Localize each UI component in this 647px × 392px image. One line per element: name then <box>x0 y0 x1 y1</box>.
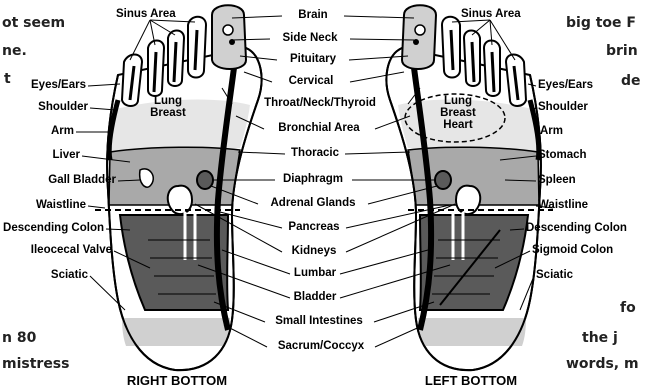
lf-label-arm: Arm <box>540 126 563 138</box>
label-cervical: Cervical <box>289 76 334 88</box>
rf-label-ileocecal-valve: Ileocecal Valve <box>31 245 112 257</box>
bg-text-9: words, m <box>566 357 639 371</box>
label-pancreas: Pancreas <box>288 222 339 234</box>
bg-text-7: fo <box>620 301 636 315</box>
label-thoracic: Thoracic <box>291 148 339 160</box>
label-sinus-left: Sinus Area <box>461 9 521 21</box>
rf-label-lung: Lung <box>154 96 182 108</box>
bg-text-8: the j <box>582 331 618 345</box>
rf-label-gall-bladder: Gall Bladder <box>48 175 116 187</box>
lf-label-sigmoid-colon: Sigmoid Colon <box>532 245 613 257</box>
bg-text-5: brin <box>606 44 638 58</box>
bg-text-3: t <box>4 72 11 86</box>
rf-label-waistline: Waistline <box>36 200 86 212</box>
rf-label-shoulder: Shoulder <box>38 102 88 114</box>
lf-label-stomach: Stomach <box>538 150 587 162</box>
label-bronchial-area: Bronchial Area <box>278 123 359 135</box>
label-adrenal-glands: Adrenal Glands <box>271 198 356 210</box>
lf-label-heart: Heart <box>443 120 472 132</box>
label-side-neck: Side Neck <box>283 33 338 45</box>
label-sacrum-coccyx: Sacrum/Coccyx <box>278 341 364 353</box>
rf-label-arm: Arm <box>51 126 74 138</box>
lf-label-spleen: Spleen <box>538 175 576 187</box>
lf-label-waistline: Waistline <box>538 200 588 212</box>
lf-label-breast: Breast <box>440 108 476 120</box>
rf-label-breast: Breast <box>150 108 186 120</box>
lf-label-descending-colon: Descending Colon <box>526 223 627 235</box>
right-foot <box>95 5 262 370</box>
caption-right-bottom: RIGHT BOTTOM <box>127 374 227 387</box>
rf-label-sciatic: Sciatic <box>51 270 88 282</box>
label-sinus-right: Sinus Area <box>116 9 176 21</box>
bg-text-1: ot seem <box>2 16 65 30</box>
lf-label-eyes-ears: Eyes/Ears <box>538 80 593 92</box>
bg-text-6: de <box>621 74 641 88</box>
rf-label-descending-colon: Descending Colon <box>3 223 104 235</box>
rf-label-eyes-ears: Eyes/Ears <box>31 80 86 92</box>
bg-text-10: n 80 <box>2 331 36 345</box>
label-throat-neck-thyroid: Throat/Neck/Thyroid <box>264 98 376 110</box>
left-foot <box>386 5 553 370</box>
lf-label-shoulder: Shoulder <box>538 102 588 114</box>
caption-left-bottom: LEFT BOTTOM <box>425 374 517 387</box>
label-small-intestines: Small Intestines <box>275 316 363 328</box>
bg-text-4: big toe F <box>566 16 636 30</box>
bg-text-2: ne. <box>2 44 27 58</box>
bg-text-11: mistress <box>2 357 69 371</box>
label-kidneys: Kidneys <box>292 246 337 258</box>
label-pituitary: Pituitary <box>290 54 336 66</box>
lf-label-sciatic: Sciatic <box>536 270 573 282</box>
label-diaphragm: Diaphragm <box>283 174 343 186</box>
label-lumbar: Lumbar <box>294 268 336 280</box>
label-bladder: Bladder <box>294 292 337 304</box>
label-brain: Brain <box>298 10 327 22</box>
lf-label-lung: Lung <box>444 96 472 108</box>
rf-label-liver: Liver <box>53 150 81 162</box>
